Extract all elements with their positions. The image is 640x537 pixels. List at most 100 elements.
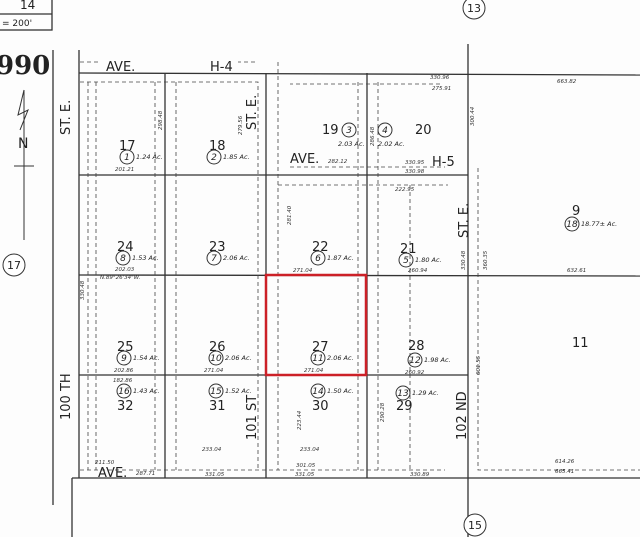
dimension-label: 260.94 — [408, 268, 428, 274]
lot-number: 32 — [117, 399, 134, 414]
dimension-label: 202.86 — [114, 368, 134, 374]
dimension-labels: 663.82632.61665.41614.26330.96275.91282.… — [80, 75, 586, 478]
parcel-acreage: 1.52 Ac. — [225, 387, 252, 395]
parcel-acreage: 1.54 Ac. — [133, 354, 160, 362]
street-label-ste-right: ST. E. — [457, 203, 472, 238]
street-label-ave-bottom: AVE. — [98, 466, 127, 481]
parcel-number: 6 — [315, 254, 321, 264]
adjacent-sheet-17[interactable]: 17 — [2, 253, 26, 277]
boundary-lines — [52, 44, 640, 537]
dimension-label: 271.04 — [304, 368, 324, 374]
parcel-acreage: 2.06 Ac. — [223, 254, 250, 262]
dimension-label: N.89°26'34"W. — [100, 275, 141, 281]
parcel-acreage: 1.43 Ac. — [133, 387, 160, 395]
dimension-label: 281.40 — [287, 205, 293, 225]
parcel-number: 5 — [403, 256, 409, 266]
lot-number: 28 — [408, 339, 425, 354]
parcel-circle — [310, 250, 326, 266]
lot-number: 27 — [312, 340, 329, 355]
parcel-acreage: 2.06 Ac. — [225, 354, 252, 362]
book-number: 990 — [0, 51, 50, 81]
lot-number: 20 — [415, 123, 432, 138]
lot-number: 17 — [119, 139, 136, 154]
parcel-number: 3 — [346, 126, 352, 136]
dimension-label: 665.41 — [555, 469, 574, 475]
parcel-acreage: 1.50 Ac. — [327, 387, 354, 395]
parcel-circle — [564, 216, 580, 232]
dimension-label: 330.89 — [410, 472, 430, 478]
dimension-label: 330.95 — [405, 160, 425, 166]
parcel-circle — [398, 252, 414, 268]
north-arrow-icon: N — [14, 89, 34, 240]
parcel-lot-11[interactable]: 11 — [572, 336, 589, 351]
sheet-number: 14 — [20, 0, 35, 12]
lot-number: 21 — [400, 242, 417, 257]
parcel-circle — [206, 149, 222, 165]
street-label-ave-mid: AVE. — [290, 152, 319, 167]
parcel-acreage: 1.87 Ac. — [327, 254, 354, 262]
parcel-circle — [116, 383, 132, 399]
lot-number: 23 — [209, 240, 226, 255]
dimension-label: 331.05 — [205, 472, 225, 478]
adjacent-sheet-number: 13 — [467, 2, 481, 15]
dimension-label: 663.82 — [557, 79, 577, 85]
parcel-number: 14 — [312, 387, 324, 397]
dimension-label: 279.56 — [238, 115, 244, 135]
parcel-acreage: 2.03 Ac. — [338, 140, 365, 148]
parcel-circle — [407, 352, 423, 368]
parcel-circle — [116, 350, 132, 366]
parcel-acreage: 1.29 Ac. — [412, 389, 439, 397]
dimension-label: 223.44 — [297, 410, 303, 430]
parcel-circle — [208, 350, 224, 366]
adjacent-sheet-markers: 13 17 15 — [2, 0, 487, 537]
adjacent-sheet-15[interactable]: 15 — [463, 513, 487, 537]
street-label-h5: H-5 — [432, 155, 455, 170]
adjacent-sheet-13[interactable]: 13 — [462, 0, 486, 20]
dimension-label: 201.21 — [115, 167, 134, 173]
lot-number: 22 — [312, 240, 329, 255]
parcel-circle — [341, 122, 357, 138]
highlighted-parcel-outline[interactable] — [264, 273, 368, 377]
parcel-number: 16 — [118, 387, 130, 397]
dimension-label: 211.50 — [95, 460, 115, 466]
parcel-number: 10 — [210, 354, 222, 364]
parcel-circle — [115, 250, 131, 266]
parcel-number: 13 — [397, 389, 409, 399]
dimension-label: 632.61 — [567, 268, 586, 274]
dimension-label: 275.91 — [432, 86, 451, 92]
parcel-circle — [395, 385, 411, 401]
dimension-label: 614.26 — [555, 459, 575, 465]
parcel-acreage: 1.85 Ac. — [223, 153, 250, 161]
dimension-label: 330.48 — [80, 280, 86, 300]
parcel-number: 8 — [120, 254, 126, 264]
dimension-label: 271.04 — [293, 268, 313, 274]
dimension-label: 286.48 — [370, 126, 376, 146]
parcel-acreage: 2.02 Ac. — [378, 140, 405, 148]
lot-number: 11 — [572, 336, 589, 351]
parcel-circle — [208, 383, 224, 399]
parcel-number: 9 — [121, 354, 127, 364]
street-label-ste-mid: ST. E. — [245, 95, 260, 130]
street-label-ave-top: AVE. — [106, 60, 135, 75]
parcel-lot-22[interactable]: 226 1.87 Ac. — [310, 240, 354, 266]
